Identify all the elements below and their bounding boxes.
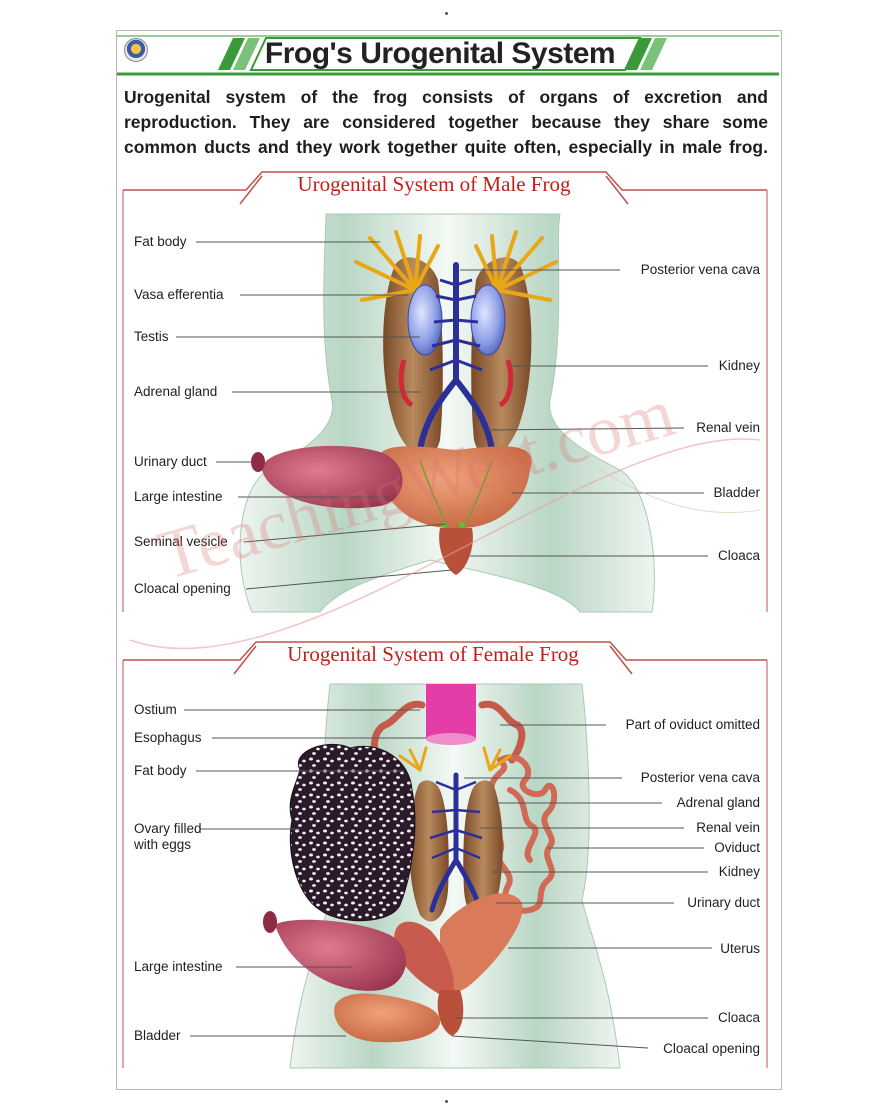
label-large-intestine-female: Large intestine (134, 959, 223, 974)
registration-mark-bottom (445, 1100, 448, 1103)
label-vasa-efferentia: Vasa efferentia (134, 287, 224, 302)
label-kidney-female: Kidney (718, 864, 760, 879)
label-esophagus: Esophagus (134, 730, 202, 745)
label-renal-vein: Renal vein (696, 420, 760, 435)
label-fat-body: Fat body (134, 234, 187, 249)
female-panel-title: Urogenital System of Female Frog (287, 642, 579, 666)
label-renal-vein-female: Renal vein (696, 820, 760, 835)
label-bladder-female: Bladder (134, 1028, 181, 1043)
label-urinary-duct-female: Urinary duct (687, 895, 760, 910)
intro-paragraph: Urogenital system of the frog consists o… (124, 87, 768, 157)
label-ovary: Ovary filled with eggs (134, 821, 202, 852)
label-oviduct: Oviduct (714, 840, 760, 855)
label-kidney: Kidney (718, 358, 760, 373)
label-bladder: Bladder (713, 485, 760, 500)
label-cloacal-opening-female: Cloacal opening (663, 1041, 760, 1056)
male-panel-title: Urogenital System of Male Frog (297, 172, 571, 196)
label-adrenal-gland-female: Adrenal gland (676, 795, 760, 810)
page-title: Frog's Urogenital System (264, 37, 616, 70)
label-cloaca: Cloaca (717, 548, 760, 563)
label-testis: Testis (134, 329, 169, 344)
label-cloaca-female: Cloaca (717, 1010, 760, 1025)
label-large-intestine: Large intestine (134, 489, 223, 504)
label-seminal-vesicle: Seminal vesicle (134, 534, 228, 549)
label-posterior-vena-cava-female: Posterior vena cava (640, 770, 760, 785)
label-fat-body-female: Fat body (134, 763, 187, 778)
label-part-of-oviduct-omitted: Part of oviduct omitted (625, 717, 760, 732)
label-adrenal-gland: Adrenal gland (134, 384, 218, 399)
label-posterior-vena-cava: Posterior vena cava (640, 262, 760, 277)
label-cloacal-opening: Cloacal opening (134, 581, 231, 596)
publisher-logo (124, 38, 148, 62)
label-uterus: Uterus (720, 941, 760, 956)
label-ostium: Ostium (134, 702, 177, 717)
label-urinary-duct: Urinary duct (134, 454, 207, 469)
registration-mark-top (445, 12, 448, 15)
